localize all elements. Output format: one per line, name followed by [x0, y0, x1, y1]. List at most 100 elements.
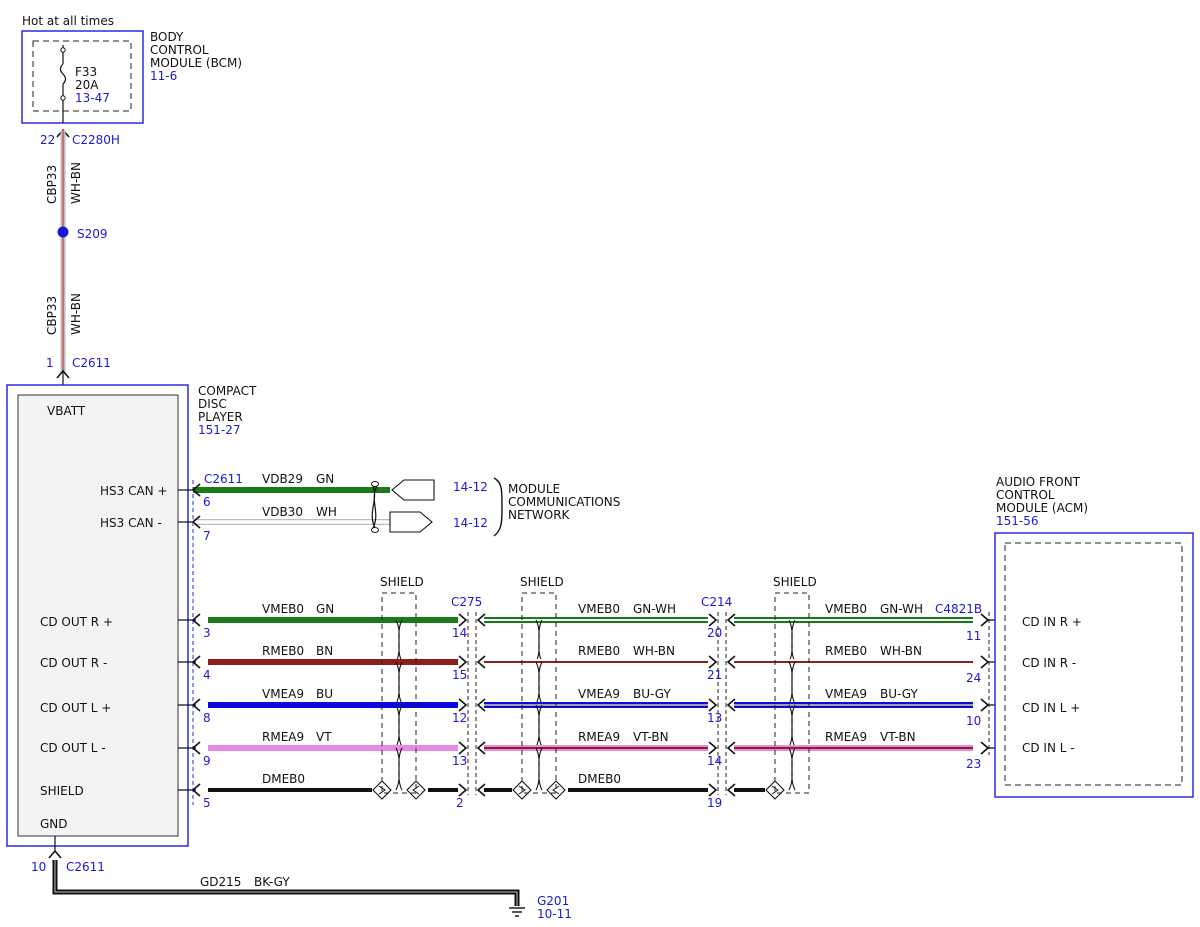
cd-name-line1: COMPACT — [198, 384, 257, 398]
pin-c214-r_minus: 21 — [707, 668, 722, 682]
splice-s209-icon[interactable] — [57, 226, 69, 238]
ground-ref[interactable]: 10-11 — [537, 907, 572, 921]
color-l_minus-3: VT-BN — [880, 730, 916, 744]
pin-cd-l_plus: 8 — [203, 711, 211, 725]
connector-arrow-icon — [476, 741, 486, 755]
ground-id[interactable]: G201 — [537, 894, 569, 908]
connector-arrow-icon — [458, 655, 468, 669]
acm-name-line1: AUDIO FRONT — [996, 475, 1081, 489]
pin-acm-r_minus: 24 — [966, 671, 981, 685]
feed-circuit-lower: CBP33 — [45, 296, 59, 335]
connector-arrow-icon — [980, 655, 990, 669]
connector-c275[interactable]: C275 — [451, 595, 482, 609]
can-hs3p-ref[interactable]: 14-12 — [453, 480, 488, 494]
twisted-pair-icon — [395, 661, 403, 705]
twist-bottom-icon — [371, 527, 379, 533]
bcm-outline — [21, 30, 144, 124]
feed-circuit-upper: CBP33 — [45, 165, 59, 204]
bcm-module[interactable]: Hot at all times BODY CONTROL MODULE (BC… — [21, 14, 242, 124]
acm-pin-l-minus: CD IN L - — [1022, 741, 1075, 755]
twisted-pair-icon — [788, 619, 796, 663]
pin-c275-l_plus: 12 — [452, 711, 467, 725]
connector-arrow-icon — [191, 515, 201, 529]
color-r_plus-2: GN-WH — [633, 602, 676, 616]
connector-arrow-icon — [708, 613, 718, 627]
acm-name-line2: CONTROL — [996, 488, 1055, 502]
cd-pin-l-minus: CD OUT L - — [40, 741, 106, 755]
connector-arrow-icon — [476, 783, 486, 797]
feed-color-upper: WH-BN — [69, 162, 83, 204]
can-hs3m-color: WH — [316, 505, 337, 519]
connector-arrow-icon — [458, 783, 468, 797]
cd-name-line3: PLAYER — [198, 410, 243, 424]
twisted-pair-icon — [371, 483, 379, 531]
pin-cd-r_minus: 4 — [203, 668, 211, 682]
pin-cd-r_plus: 3 — [203, 626, 211, 640]
acm-module[interactable]: AUDIO FRONT CONTROL MODULE (ACM) 151-56 … — [994, 475, 1194, 798]
circuit-shield-1: DMEB0 — [262, 772, 305, 786]
can-bus[interactable]: C2611 6 VDB29 GN 14-12 7 VDB30 WH 14-12 … — [178, 472, 620, 543]
acm-name-line3: MODULE (ACM) — [996, 501, 1088, 515]
connector-arrow-icon — [476, 613, 486, 627]
pin-c275-l_minus: 13 — [452, 754, 467, 768]
connector-arrow-icon — [476, 698, 486, 712]
cd-inner-body — [17, 394, 179, 837]
connector-c214[interactable]: C214 — [701, 595, 732, 609]
bcm-ref[interactable]: 11-6 — [150, 69, 177, 83]
cd-player-module[interactable]: COMPACT DISC PLAYER 151-27 VBATT HS3 CAN… — [6, 384, 257, 847]
connector-arrow-icon — [191, 613, 201, 627]
pin-acm-r_plus: 11 — [966, 629, 981, 643]
cd-pin-gnd: GND — [40, 817, 68, 831]
ground-wire-stripe — [54, 860, 518, 906]
acm-pin-l-plus: CD IN L + — [1022, 701, 1080, 715]
twisted-pair-icon — [788, 704, 796, 748]
color-l_minus-1: VT — [316, 730, 332, 744]
twisted-pair-icon — [395, 619, 403, 663]
fuse-icon — [59, 63, 67, 85]
cd-pin-hs3m: HS3 CAN - — [100, 516, 162, 530]
splice-label[interactable]: S209 — [77, 227, 108, 241]
bcm-pin: 22 — [40, 133, 55, 147]
network-brace-icon — [493, 477, 503, 537]
network-line2: COMMUNICATIONS — [508, 495, 620, 509]
connector-c2280h[interactable]: 22 C2280H — [40, 128, 120, 147]
pin-c275-r_plus: 14 — [452, 626, 467, 640]
circuit-l_minus-2: RMEA9 — [578, 730, 620, 744]
color-l_minus-2: VT-BN — [633, 730, 669, 744]
can-hs3m-circuit: VDB30 — [262, 505, 303, 519]
color-l_plus-3: BU-GY — [880, 687, 918, 701]
connector-arrow-icon — [191, 483, 201, 497]
circuit-l_minus-1: RMEA9 — [262, 730, 304, 744]
bcm-name-line3: MODULE (BCM) — [150, 56, 242, 70]
cd-pin-shield: SHIELD — [40, 784, 84, 798]
bcm-name-line1: BODY — [150, 30, 184, 44]
ground-circuit[interactable]: 10 C2611 GD215 BK-GY G201 10-11 — [31, 836, 572, 921]
can-hs3p-pin: 6 — [203, 495, 211, 509]
can-connector[interactable]: C2611 — [204, 472, 243, 486]
acm-ref[interactable]: 151-56 — [996, 514, 1039, 528]
gnd-connector[interactable]: C2611 — [66, 860, 105, 874]
cd-ref[interactable]: 151-27 — [198, 423, 241, 437]
can-hs3m-offpage-icon[interactable] — [389, 511, 433, 533]
connector-arrow-icon — [458, 741, 468, 755]
cd-pin-vbatt: VBATT — [47, 404, 86, 418]
pin-cd-l_minus: 9 — [203, 754, 211, 768]
bcm-inner-dashed — [32, 40, 132, 112]
feed-wire[interactable]: CBP33 WH-BN S209 CBP33 WH-BN — [45, 130, 108, 372]
twisted-pair-icon — [395, 747, 403, 791]
gnd-pin: 10 — [31, 860, 46, 874]
color-l_plus-2: BU-GY — [633, 687, 671, 701]
connector-arrow-icon — [708, 698, 718, 712]
shield-drain-arrow-icon — [518, 785, 526, 795]
circuit-r_minus-1: RMEB0 — [262, 644, 304, 658]
fuse-ref[interactable]: 13-47 — [75, 91, 110, 105]
connector-c2611-top[interactable]: 1 C2611 — [46, 356, 111, 395]
can-hs3m-ref[interactable]: 14-12 — [453, 516, 488, 530]
bcm-connector[interactable]: C2280H — [72, 133, 120, 147]
cd-top-connector[interactable]: C2611 — [72, 356, 111, 370]
connector-c4821b[interactable]: C4821B — [935, 602, 982, 616]
shield-label-1: SHIELD — [380, 575, 424, 589]
connector-arrow-icon — [980, 698, 990, 712]
cd-pin-hs3p: HS3 CAN + — [100, 484, 168, 498]
can-hs3p-offpage-icon[interactable] — [391, 479, 435, 501]
